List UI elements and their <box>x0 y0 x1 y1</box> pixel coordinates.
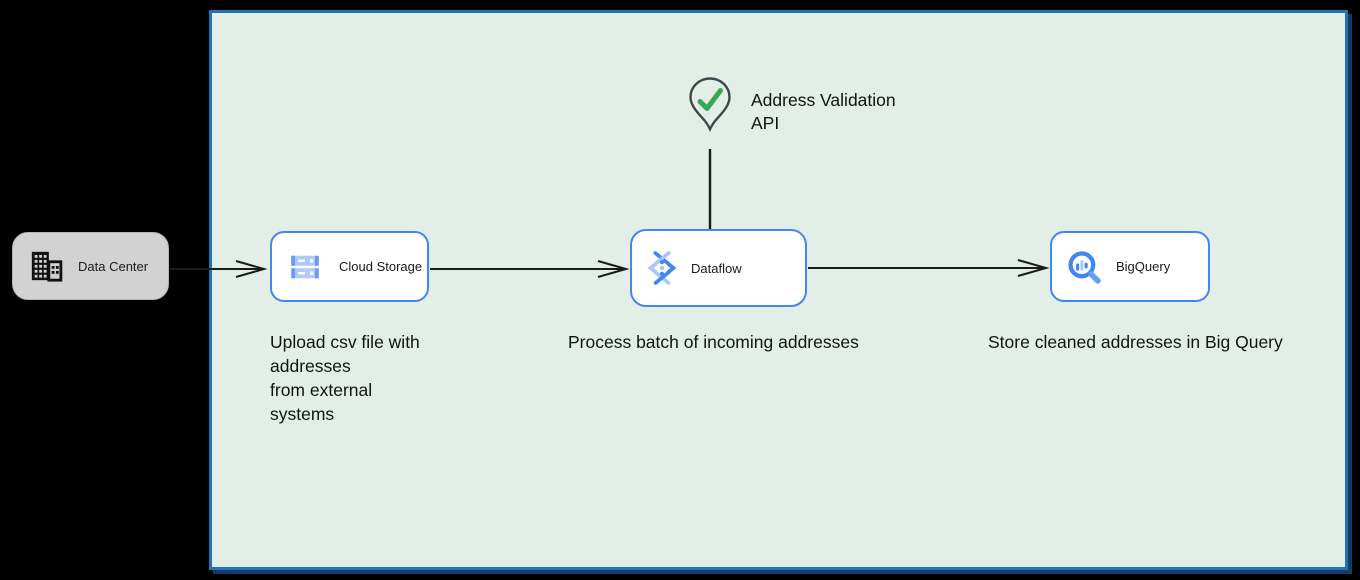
bigquery-icon <box>1067 250 1101 284</box>
node-label: Dataflow <box>691 260 742 276</box>
node-cloud-storage[interactable]: Cloud Storage <box>270 231 429 302</box>
api-label-line: API <box>751 113 780 133</box>
dataflow-icon <box>646 250 678 286</box>
address-validation-api-label: Address Validation API <box>751 89 896 135</box>
cloud-storage-icon <box>290 254 320 280</box>
map-pin-check-icon[interactable] <box>688 76 732 136</box>
node-label: Cloud Storage <box>339 259 423 274</box>
caption-line: from external <box>270 380 373 400</box>
node-data-center[interactable]: Data Center <box>12 232 169 300</box>
caption-store-cleaned: Store cleaned addresses in Big Query <box>988 332 1283 352</box>
node-label: BigQuery <box>1116 259 1171 274</box>
caption-upload-csv: Upload csv file with addresses from exte… <box>270 330 480 426</box>
node-bigquery[interactable]: BigQuery <box>1050 231 1210 302</box>
caption-line: systems <box>270 404 335 424</box>
building-icon <box>29 249 63 283</box>
node-label: Data Center <box>78 258 149 274</box>
node-dataflow[interactable]: Dataflow <box>630 229 807 307</box>
caption-line: Upload csv file with <box>270 332 420 352</box>
caption-line: addresses <box>270 356 351 376</box>
api-label-line: Address Validation <box>751 90 896 110</box>
caption-process-batch: Process batch of incoming addresses <box>568 332 859 352</box>
